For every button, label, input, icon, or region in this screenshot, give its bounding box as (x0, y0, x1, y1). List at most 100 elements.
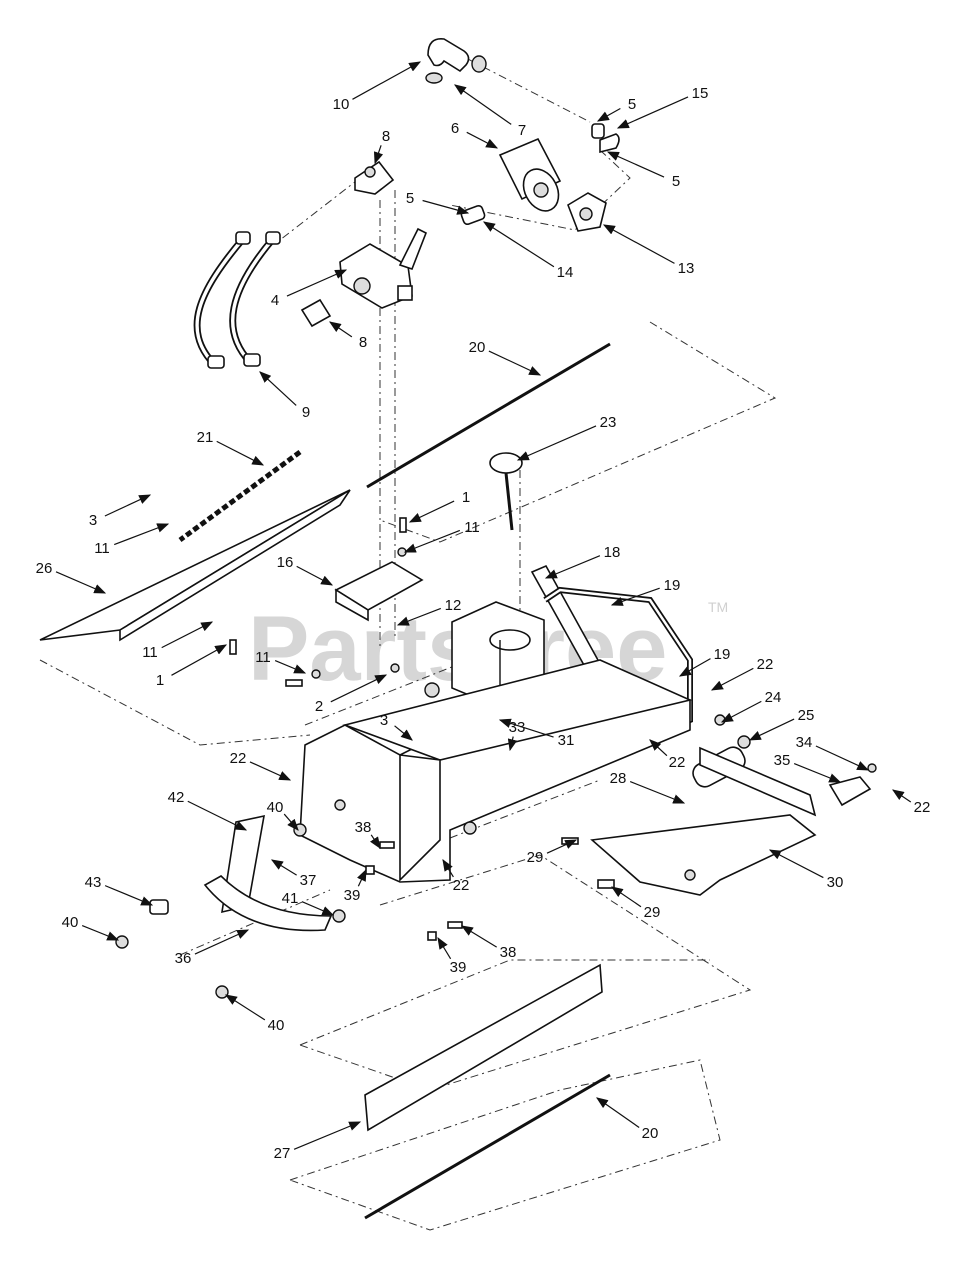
leader-arrow (270, 859, 297, 876)
leader-arrow (720, 700, 762, 723)
callout-41: 41 (282, 890, 335, 916)
callout-number: 43 (85, 874, 102, 891)
callout-7: 7 (454, 84, 526, 139)
callout-number: 40 (268, 1017, 285, 1034)
callout-40c: 40 (224, 994, 285, 1034)
callout-10: 10 (333, 61, 422, 113)
callout-number: 39 (344, 887, 361, 904)
callout-number: 35 (774, 752, 791, 769)
callout-39a: 39 (344, 868, 367, 904)
callout-1a: 1 (408, 489, 470, 523)
part-skid-36 (203, 875, 333, 932)
callout-number: 20 (642, 1125, 659, 1142)
callout-2: 2 (315, 674, 388, 715)
callout-number: 8 (382, 128, 390, 145)
callout-38a: 38 (355, 819, 381, 849)
callout-number: 22 (757, 656, 774, 673)
leader-arrow (161, 621, 214, 649)
leader-arrow (442, 858, 454, 878)
leader-arrow (892, 789, 912, 803)
leader-arrow (488, 350, 542, 376)
callout-35: 35 (774, 752, 842, 783)
leader-arrow (224, 994, 266, 1021)
callout-number: 9 (302, 404, 310, 421)
part-rod-20-top (366, 342, 611, 489)
callout-number: 15 (692, 85, 709, 102)
callout-22c: 22 (230, 750, 292, 781)
leader-arrow (370, 834, 381, 849)
callout-33: 33 (507, 719, 525, 752)
leader-arrow (498, 718, 554, 738)
callout-number: 1 (462, 489, 470, 506)
callout-number: 30 (827, 874, 844, 891)
leader-arrow (748, 718, 795, 741)
leader-arrow (408, 500, 455, 523)
leader-arrow (352, 61, 422, 100)
callout-number: 16 (277, 554, 294, 571)
callout-number: 11 (464, 519, 480, 536)
callout-number: 22 (230, 750, 247, 767)
callout-number: 19 (714, 646, 731, 663)
leader-arrow (602, 224, 675, 264)
callout-9: 9 (259, 371, 310, 421)
callout-29a: 29 (527, 839, 578, 866)
leader-arrow (516, 425, 597, 461)
leader-arrow (194, 929, 250, 955)
callout-8a: 8 (373, 128, 390, 165)
part-bracket-16 (334, 561, 424, 622)
callout-number: 2 (315, 698, 323, 715)
callout-number: 34 (796, 734, 813, 751)
part-plate-35 (828, 776, 872, 807)
callout-number: 37 (300, 872, 317, 889)
callout-number: 39 (450, 959, 467, 976)
callout-number: 6 (451, 120, 459, 137)
callout-number: 38 (500, 944, 517, 961)
leader-arrow (793, 762, 842, 783)
callout-4: 4 (271, 269, 348, 309)
callout-number: 24 (765, 689, 782, 706)
callout-12: 12 (396, 597, 462, 626)
part-small-hardware (115, 517, 877, 999)
callout-24: 24 (720, 689, 782, 723)
leader-arrow (330, 674, 388, 703)
leader-arrow (104, 494, 152, 517)
leader-arrow (616, 96, 689, 129)
leader-arrow (678, 658, 711, 677)
callout-number: 4 (271, 292, 279, 309)
callout-number: 23 (600, 414, 617, 431)
leader-arrow (394, 725, 413, 741)
callout-number: 29 (527, 849, 544, 866)
leader-arrow (293, 1121, 362, 1150)
callout-number: 25 (798, 707, 815, 724)
part-fitting-8-top (354, 160, 395, 195)
callout-number: 1 (156, 672, 164, 689)
callout-11d: 11 (255, 649, 307, 674)
callout-number: 12 (445, 597, 462, 614)
part-chain-21 (178, 449, 302, 543)
callout-number: 3 (380, 712, 388, 729)
callout-5b: 5 (606, 151, 680, 190)
leader-arrow (187, 800, 248, 831)
callout-11a: 11 (94, 523, 170, 557)
leader-arrow (629, 780, 686, 804)
leader-arrow (596, 107, 621, 122)
part-axle-28 (692, 746, 817, 817)
callout-number: 11 (94, 540, 110, 557)
part-fitting-8-bottom (300, 298, 332, 328)
leader-arrow (437, 936, 452, 960)
leader-arrow (710, 667, 754, 691)
callout-19b: 19 (678, 646, 731, 677)
leader-arrow (373, 145, 384, 165)
callout-3a: 3 (89, 494, 152, 529)
leader-arrow (546, 839, 578, 854)
callout-number: 18 (604, 544, 621, 561)
callout-3b: 3 (380, 712, 413, 741)
callout-number: 5 (672, 173, 680, 190)
callout-number: 3 (89, 512, 97, 529)
leader-arrow (610, 587, 660, 606)
callout-11b: 11 (403, 519, 480, 553)
callout-19a: 19 (610, 577, 680, 606)
leader-arrow (606, 151, 665, 178)
leader-arrow (357, 868, 367, 887)
